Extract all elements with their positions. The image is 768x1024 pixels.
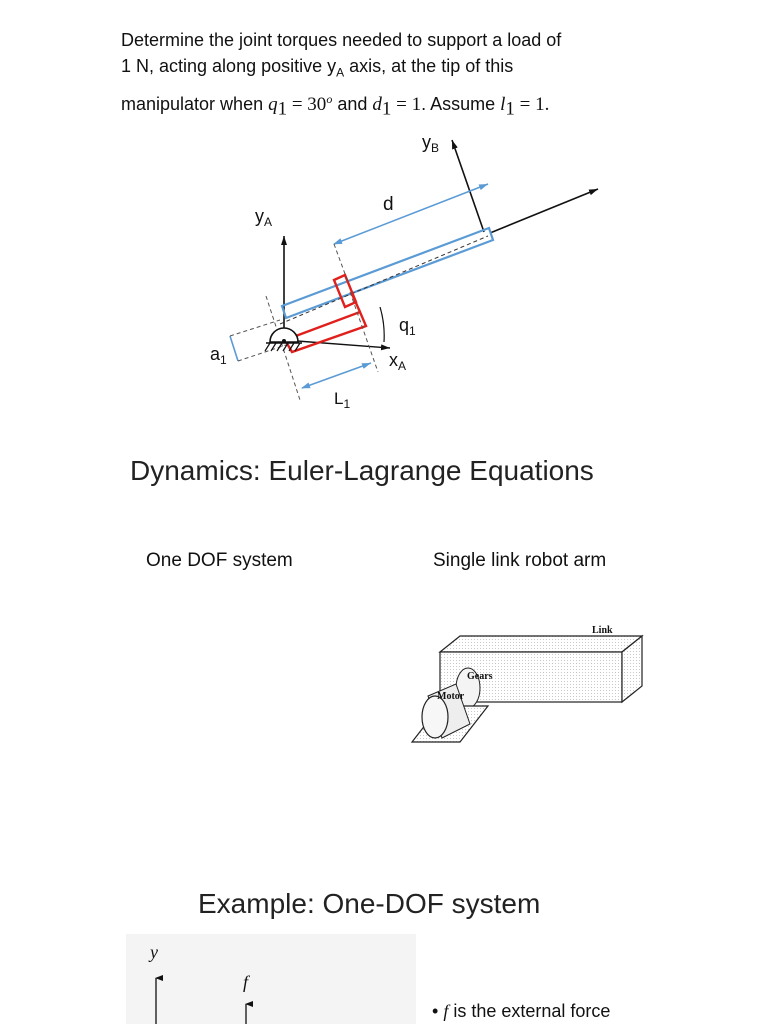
- a1-extension-bottom: [237, 344, 287, 362]
- l1-dimension: [301, 362, 372, 389]
- problem-line-1: Determine the joint torques needed to su…: [121, 30, 562, 50]
- link-centerline: [279, 235, 489, 325]
- gears-label: Gears: [467, 671, 493, 682]
- l-value: = 1.: [514, 93, 550, 115]
- q1-label: q1: [399, 315, 416, 338]
- xa-axis: [283, 339, 391, 351]
- prismatic-link: [280, 226, 495, 320]
- degree-symbol: o: [326, 91, 333, 106]
- xa-label: xA: [389, 350, 406, 373]
- link-top-face: [438, 635, 644, 653]
- l1-extension-right: [349, 291, 379, 373]
- d-subscript: 1: [381, 98, 392, 120]
- d-dimension: [333, 183, 489, 245]
- problem-line-3-text: manipulator when: [121, 93, 269, 114]
- q-subscript: 1: [277, 98, 288, 120]
- problem-line-2-text: 1 N, acting along positive y: [121, 56, 337, 76]
- a1-extension-top: [229, 319, 281, 337]
- l-variable: l: [500, 93, 506, 115]
- robot-arm-heading: Single link robot arm: [433, 550, 607, 571]
- q-variable: q: [268, 93, 278, 115]
- assume-word: . Assume: [421, 93, 501, 114]
- yb-axis: [451, 139, 485, 233]
- joint-pivot: [282, 339, 286, 343]
- ground-hatch: [264, 342, 301, 352]
- l1-extension-left: [265, 295, 301, 401]
- q1-angle-arc: [379, 306, 385, 343]
- d-variable: d: [372, 93, 382, 115]
- yb-label: yB: [422, 132, 439, 155]
- extension-axis: [489, 188, 599, 234]
- link-label: Link: [592, 625, 613, 636]
- link-end-face: [621, 634, 643, 704]
- ya-label: yA: [255, 206, 272, 229]
- base-joint: [269, 327, 299, 343]
- motor-label: Motor: [437, 691, 465, 702]
- d-label: d: [383, 194, 394, 215]
- y-label: y: [148, 942, 158, 962]
- figure-background: [126, 934, 416, 1024]
- a1-label: a1: [210, 344, 227, 367]
- bullet-f-variable: f: [443, 1001, 449, 1021]
- bullet-dot: •: [432, 1001, 439, 1021]
- problem-line-2-sub: A: [336, 65, 345, 80]
- manipulator-diagram: yB d yA q1 a1 xA L1: [210, 132, 599, 411]
- problem-line-2-tail: axis, at the tip of this: [344, 56, 514, 76]
- section1-title: Dynamics: Euler-Lagrange Equations: [130, 455, 594, 486]
- section2-title: Example: One-DOF system: [198, 888, 541, 919]
- problem-line-2: 1 N, acting along positive yA axis, at t…: [121, 53, 681, 86]
- problem-statement: Determine the joint torques needed to su…: [121, 27, 681, 122]
- one-dof-heading: One DOF system: [146, 550, 293, 571]
- f-label: f: [243, 972, 251, 992]
- motor-end-cap: [421, 695, 449, 739]
- bullet-text: is the external force: [448, 1001, 611, 1021]
- problem-line-3: manipulator when q1 = 30o and d1 = 1. As…: [121, 86, 681, 123]
- one-dof-figure: y f: [126, 934, 416, 1024]
- red-slider: [332, 273, 358, 309]
- l-subscript: 1: [505, 98, 515, 120]
- and-word: and: [332, 93, 373, 114]
- l1-label: L1: [334, 389, 350, 411]
- q-value: = 30: [287, 93, 327, 115]
- a1-dimension: [229, 335, 239, 362]
- robot-arm-figure: Link Gears Motor: [410, 625, 644, 743]
- d-value: = 1: [391, 93, 422, 115]
- bullet-external-force: • f is the external force: [432, 1001, 610, 1022]
- red-link: [283, 310, 368, 354]
